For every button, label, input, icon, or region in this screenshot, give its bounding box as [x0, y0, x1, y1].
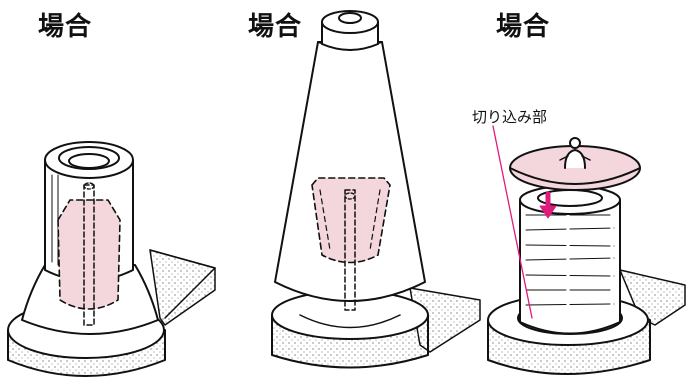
panel-2-illustration: [271, 10, 481, 369]
panel-1-title: 場合: [38, 12, 93, 42]
panel-1-illustration: [7, 141, 216, 377]
panel-3-illustration: [487, 125, 686, 375]
notch-leader-line: [492, 125, 533, 319]
panel-3-title: 場合: [496, 12, 551, 42]
notch-callout-label: 切り込み部: [472, 108, 548, 126]
panel-2-title: 場合: [248, 12, 303, 42]
